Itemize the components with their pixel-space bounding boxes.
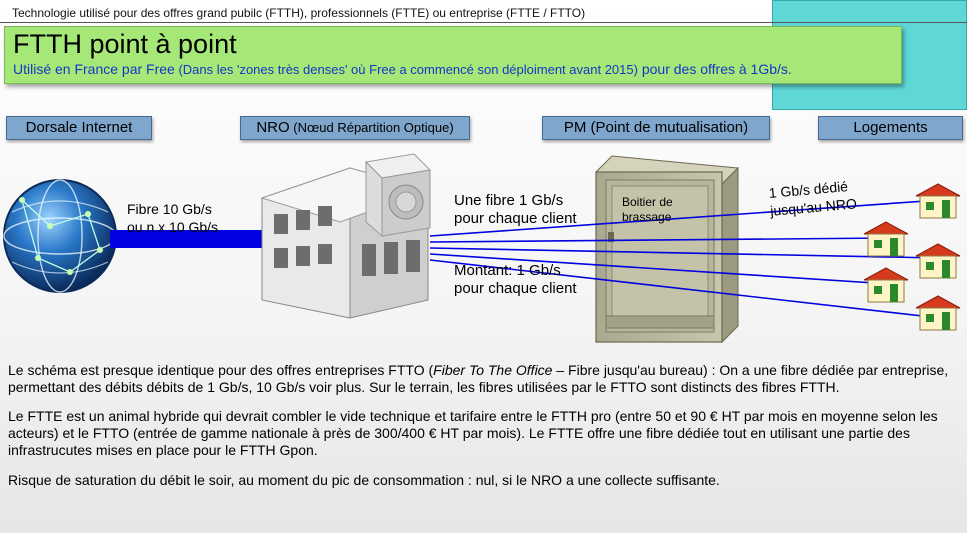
une-fibre-line1: Une fibre 1 Gb/s <box>454 192 564 209</box>
house-icon <box>863 221 909 257</box>
house-icon <box>915 183 961 219</box>
tag-pm: PM (Point de mutualisation) <box>542 116 770 140</box>
page-title: FTTH point à point <box>13 29 237 59</box>
p1-italic: Fiber To The Office <box>433 362 553 378</box>
p1-text-a: Le schéma est presque identique pour des… <box>8 362 434 378</box>
pm-cabinet-icon <box>594 155 740 344</box>
montant-label: Montant: 1 Gb/s pour chaque client <box>454 262 577 298</box>
trunk-fibre-label: Fibre 10 Gb/s ou n x 10 Gb/s <box>127 200 218 236</box>
paragraph-ftte: Le FTTE est un animal hybride qui devrai… <box>8 408 938 458</box>
house-icon <box>915 243 961 279</box>
tag-logements: Logements <box>818 116 963 140</box>
trunk-label-line2: ou n x 10 Gb/s <box>127 219 219 235</box>
house-icon <box>915 295 961 331</box>
tag-dorsale-label: Dorsale Internet <box>25 119 133 136</box>
une-fibre-line2: pour chaque client <box>454 210 577 227</box>
header-divider <box>0 22 967 23</box>
subtitle-tail: pour des offres à 1Gb/s. <box>637 61 792 77</box>
header-note: Technologie utilisé pour des offres gran… <box>12 6 586 20</box>
trunk-label-line1: Fibre 10 Gb/s <box>127 201 212 217</box>
title-banner: FTTH point à point Utilisé en France par… <box>4 26 902 84</box>
tag-dorsale-internet: Dorsale Internet <box>6 116 152 140</box>
paragraph-saturation: Risque de saturation du débit le soir, a… <box>8 472 720 488</box>
tag-nro-detail: (Nœud Répartition Optique) <box>289 120 454 135</box>
boitier-line2: brassage <box>622 210 672 224</box>
house-icon <box>863 267 909 303</box>
subtitle-lead: Utilisé en France par Free <box>13 61 175 77</box>
page-subtitle: Utilisé en France par Free (Dans les 'zo… <box>13 61 792 77</box>
montant-line2: pour chaque client <box>454 280 577 297</box>
nro-building-icon <box>260 153 432 319</box>
subtitle-detail: (Dans les 'zones très denses' où Free a … <box>174 62 638 77</box>
tag-logements-label: Logements <box>853 119 928 136</box>
paragraph-ftto: Le schéma est presque identique pour des… <box>8 362 960 396</box>
trunk-fibre <box>110 230 270 248</box>
feeder-fibres <box>429 199 941 319</box>
p1-text-b: – Fibre jusqu'au bureau) : On a une fibr… <box>8 362 949 395</box>
tag-nro-label: NRO <box>256 119 290 136</box>
dedie-label: 1 Gb/s dédié jusqu'au NRO <box>768 176 858 219</box>
une-fibre-label: Une fibre 1 Gb/s pour chaque client <box>454 192 577 228</box>
globe-icon <box>3 179 117 293</box>
tag-pm-label: PM (Point de mutualisation) <box>563 119 749 136</box>
tag-nro: NRO (Nœud Répartition Optique) <box>240 116 470 140</box>
boitier-label: Boitier de brassage <box>622 195 673 225</box>
montant-line1: Montant: 1 Gb/s <box>454 262 561 279</box>
boitier-line1: Boitier de <box>622 195 673 209</box>
